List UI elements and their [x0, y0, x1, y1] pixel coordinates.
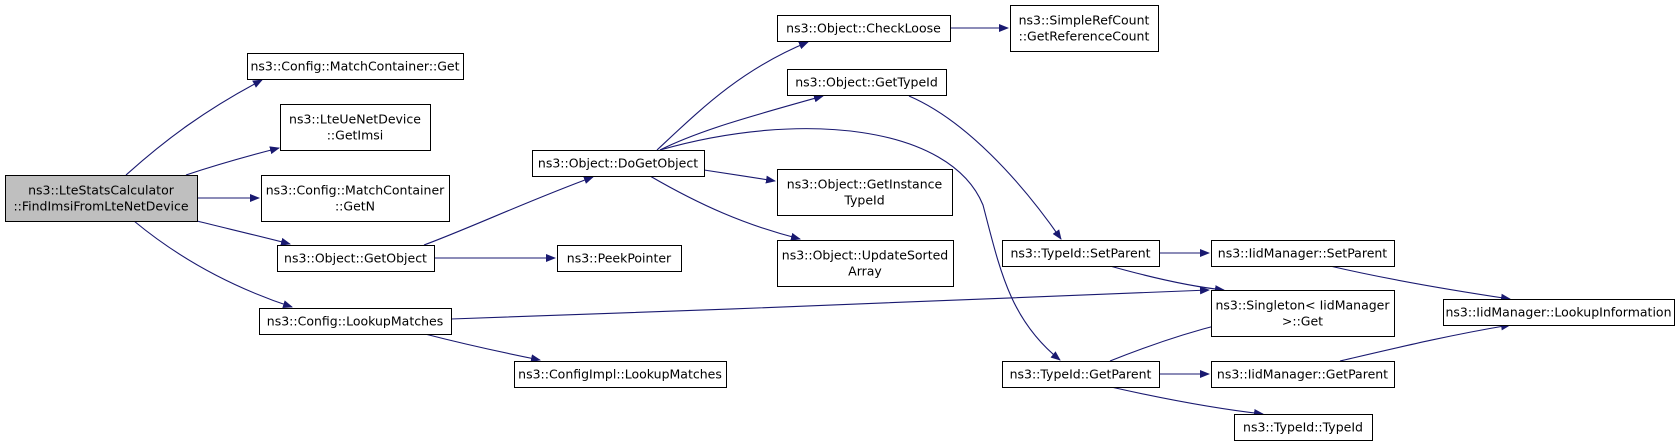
- node-label-line: ::GetReferenceCount: [1019, 29, 1150, 44]
- edge-iid_setparent-lookupinfo: [1329, 265, 1511, 302]
- edge-lookupmatches-impl: [424, 333, 541, 363]
- node-getobject[interactable]: ns3::Object::GetObject: [277, 245, 435, 272]
- node-label-line: TypeId: [843, 193, 884, 208]
- node-box: [261, 175, 450, 222]
- node-label-line: ns3::Config::MatchContainer::Get: [250, 59, 459, 74]
- node-peekpointer[interactable]: ns3::PeekPointer: [557, 245, 682, 272]
- edge-gettypeid-typeid_setparent: [908, 95, 1062, 240]
- node-box: [1211, 290, 1395, 337]
- node-label-line: ns3::SimpleRefCount: [1019, 13, 1150, 28]
- edge-typeid_getparent-singleton: [1109, 322, 1223, 362]
- node-gettypeid[interactable]: ns3::Object::GetTypeId: [787, 69, 947, 96]
- node-box: [1002, 240, 1160, 267]
- node-dogetobject[interactable]: ns3::Object::DoGetObject: [532, 150, 705, 177]
- node-typeid-setparent[interactable]: ns3::TypeId::SetParent: [1002, 240, 1160, 267]
- edge-dogetobject-getinstance: [703, 169, 776, 184]
- node-box: [1443, 299, 1675, 326]
- node-box: [259, 308, 452, 335]
- node-root[interactable]: ns3::LteStatsCalculator::FindImsiFromLte…: [5, 175, 198, 222]
- node-label-line: ns3::Object::UpdateSorted: [782, 248, 948, 263]
- node-box: [277, 245, 435, 272]
- node-impl-lookup[interactable]: ns3::ConfigImpl::LookupMatches: [514, 361, 727, 388]
- node-box: [777, 169, 953, 216]
- node-label-line: ns3::Object::DoGetObject: [538, 156, 698, 171]
- node-lookupmatches[interactable]: ns3::Config::LookupMatches: [259, 308, 452, 335]
- node-box: [1234, 414, 1373, 441]
- node-getimsi[interactable]: ns3::LteUeNetDevice::GetImsi: [280, 104, 431, 151]
- node-box: [777, 240, 954, 287]
- node-label-line: ns3::TypeId::GetParent: [1010, 367, 1152, 382]
- node-label-line: ns3::TypeId::SetParent: [1010, 246, 1150, 261]
- edge-iid_getparent-lookupinfo: [1339, 322, 1511, 362]
- node-label-line: ns3::Object::GetInstance: [787, 177, 943, 192]
- node-label-line: ns3::Config::MatchContainer: [266, 183, 445, 198]
- edge-root-lookupmatches: [133, 220, 293, 308]
- node-iid-setparent[interactable]: ns3::IidManager::SetParent: [1211, 240, 1395, 267]
- node-box: [557, 245, 682, 272]
- node-lookupinfo[interactable]: ns3::IidManager::LookupInformation: [1443, 299, 1675, 326]
- node-label-line: ns3::IidManager::GetParent: [1217, 367, 1388, 382]
- node-label-line: ns3::Singleton< IidManager: [1215, 298, 1390, 313]
- node-label-line: ns3::TypeId::TypeId: [1243, 420, 1363, 435]
- node-label-line: ::GetN: [335, 199, 375, 214]
- node-box: [532, 150, 705, 177]
- node-label-line: ns3::Config::LookupMatches: [267, 314, 443, 329]
- edge-typeid_setparent-singleton: [1109, 265, 1225, 294]
- node-label-line: ns3::IidManager::LookupInformation: [1445, 305, 1671, 320]
- node-label-line: ::GetImsi: [327, 128, 384, 143]
- node-match-get[interactable]: ns3::Config::MatchContainer::Get: [247, 53, 464, 80]
- node-box: [5, 175, 198, 222]
- node-singleton-get[interactable]: ns3::Singleton< IidManager>::Get: [1211, 290, 1395, 337]
- edge-dogetobject-gettypeid: [659, 94, 824, 151]
- node-label-line: Array: [848, 264, 882, 279]
- node-box: [280, 104, 431, 151]
- node-label-line: ::FindImsiFromLteNetDevice: [13, 199, 188, 214]
- node-typeid-typeid[interactable]: ns3::TypeId::TypeId: [1234, 414, 1373, 441]
- edge-root-getimsi: [185, 146, 280, 176]
- edge-lookupmatches-singleton: [450, 286, 1210, 320]
- node-label-line: ns3::ConfigImpl::LookupMatches: [518, 367, 722, 382]
- edge-typeid_getparent-typeid_typeid: [1110, 386, 1264, 417]
- edge-dogetobject-checkloose: [656, 41, 809, 151]
- node-simpleref[interactable]: ns3::SimpleRefCount::GetReferenceCount: [1010, 5, 1159, 52]
- node-typeid-getparent[interactable]: ns3::TypeId::GetParent: [1002, 361, 1160, 388]
- edge-getobject-dogetobject: [423, 176, 594, 246]
- node-label-line: ns3::LteUeNetDevice: [289, 112, 421, 127]
- node-box: [1211, 240, 1395, 267]
- edges-layer: [125, 24, 1511, 417]
- nodes-layer: ns3::LteStatsCalculator::FindImsiFromLte…: [5, 5, 1675, 441]
- edge-dogetobject-updatesorted: [649, 175, 801, 241]
- node-label-line: ns3::PeekPointer: [567, 251, 672, 266]
- node-getn[interactable]: ns3::Config::MatchContainer::GetN: [261, 175, 450, 222]
- node-box: [787, 69, 947, 96]
- node-label-line: ns3::Object::GetTypeId: [795, 75, 938, 90]
- node-label-line: ns3::IidManager::SetParent: [1218, 246, 1388, 261]
- node-checkloose[interactable]: ns3::Object::CheckLoose: [777, 15, 951, 42]
- node-iid-getparent[interactable]: ns3::IidManager::GetParent: [1211, 361, 1395, 388]
- node-label-line: >::Get: [1282, 314, 1323, 329]
- node-box: [514, 361, 727, 388]
- node-label-line: ns3::Object::CheckLoose: [786, 21, 941, 36]
- node-box: [1010, 5, 1159, 52]
- node-box: [247, 53, 464, 80]
- edge-root-getobject: [196, 220, 291, 246]
- node-box: [777, 15, 951, 42]
- node-label-line: ns3::Object::GetObject: [284, 251, 427, 266]
- node-box: [1002, 361, 1160, 388]
- node-box: [1211, 361, 1395, 388]
- node-label-line: ns3::LteStatsCalculator: [28, 183, 175, 198]
- edge-root-match_get: [125, 79, 263, 176]
- edge-dogetobject-typeid_getparent: [659, 128, 1061, 361]
